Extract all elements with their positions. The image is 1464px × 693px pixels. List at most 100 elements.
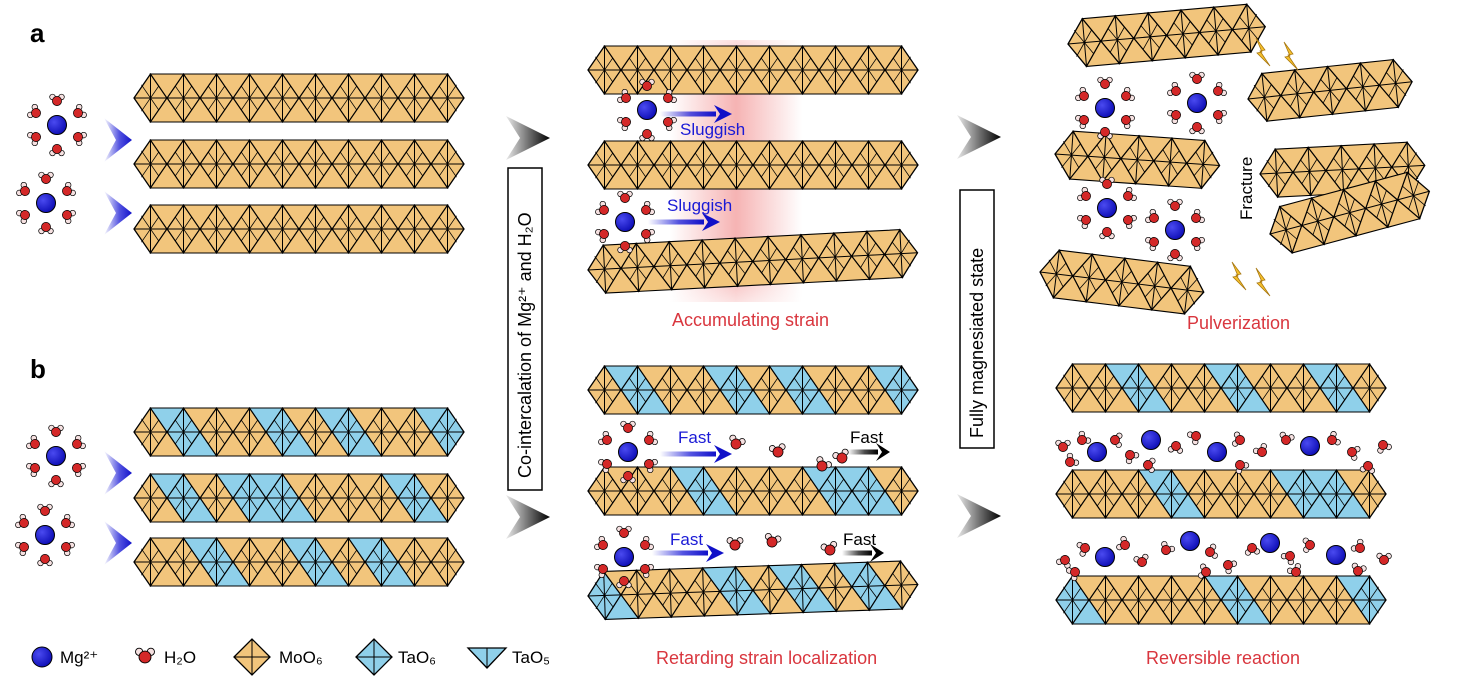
lower-filler <box>604 267 640 294</box>
lower-filler <box>380 561 416 587</box>
upper-filler <box>1307 145 1343 172</box>
hydrated-mg-b2 <box>15 503 75 567</box>
water-molecule <box>1167 441 1184 454</box>
upper-filler <box>182 537 218 563</box>
lower-filler <box>149 228 185 254</box>
upper-filler <box>867 365 903 391</box>
water-molecule <box>617 241 633 254</box>
lower-filler <box>1137 493 1173 519</box>
upper-filler <box>314 407 350 433</box>
upper-filler <box>833 561 869 588</box>
lower-filler <box>670 263 706 291</box>
legend-tao5: TaO₅ <box>466 647 550 669</box>
upper-filler <box>1091 253 1126 282</box>
water-molecule <box>62 181 76 197</box>
upper-filler <box>1104 469 1140 495</box>
upper-filler <box>1058 249 1094 277</box>
step-co-intercalation: Co-intercalation of Mg²⁺ and H₂O <box>507 167 543 491</box>
upper-filler <box>735 45 771 71</box>
lower-filler <box>1217 28 1252 56</box>
mg-ion <box>36 193 56 213</box>
water-molecule <box>27 103 41 119</box>
lower-filler <box>380 97 416 123</box>
upper-filler <box>1342 180 1377 210</box>
water-molecule <box>15 541 29 557</box>
label-sluggish-1: Sluggish <box>680 120 745 139</box>
upper-filler <box>149 537 185 563</box>
lower-filler <box>703 590 739 617</box>
moo6-fragment-3 <box>1054 130 1221 190</box>
mg-ion <box>1207 442 1227 462</box>
lower-filler <box>149 97 185 123</box>
hydrated-mg-a5 <box>1075 76 1135 140</box>
lower-filler <box>1203 599 1239 625</box>
water-molecule <box>1133 553 1149 567</box>
upper-filler <box>413 407 449 433</box>
water-molecule <box>1077 214 1091 230</box>
water-molecule <box>1161 541 1176 555</box>
upper-filler <box>734 565 770 592</box>
lower-filler <box>1302 493 1338 519</box>
lower-filler <box>347 163 383 189</box>
lower-filler <box>314 228 350 254</box>
water-molecule <box>16 181 30 197</box>
mg-ion <box>615 212 635 232</box>
lower-filler <box>380 163 416 189</box>
upper-filler <box>1293 65 1329 94</box>
upper-filler <box>866 560 902 587</box>
water-molecule <box>1232 431 1245 447</box>
lower-filler <box>1302 387 1338 413</box>
lower-filler <box>1104 599 1140 625</box>
upper-filler <box>281 139 317 165</box>
lower-filler <box>1355 207 1389 237</box>
lower-filler <box>834 69 870 95</box>
lower-filler <box>802 586 838 614</box>
upper-filler <box>380 407 416 433</box>
water-molecule <box>48 424 64 437</box>
mg-ion <box>1087 442 1107 462</box>
mg-ion <box>614 547 634 567</box>
legend-mg-label: Mg²⁺ <box>60 648 98 667</box>
upper-filler <box>1335 469 1371 495</box>
upper-filler <box>636 45 672 71</box>
mg-ion <box>47 115 67 135</box>
lower-filler <box>215 497 251 523</box>
upper-filler <box>314 537 350 563</box>
upper-filler <box>768 45 804 71</box>
mg-ion <box>1097 198 1117 218</box>
lower-filler <box>603 69 639 95</box>
water-molecule <box>1350 538 1365 553</box>
moo6-fragment-6 <box>1039 249 1205 316</box>
water-molecule <box>616 576 632 589</box>
water-molecule <box>1099 176 1115 189</box>
upper-filler <box>248 407 284 433</box>
mixed-layer-b-right-1 <box>1055 362 1387 414</box>
lower-filler <box>1302 599 1338 625</box>
lower-filler <box>1203 387 1239 413</box>
mg-ion <box>1095 98 1115 118</box>
upper-filler <box>834 45 870 71</box>
upper-filler <box>1203 363 1239 389</box>
upper-filler <box>702 45 738 71</box>
water-molecule <box>598 430 612 446</box>
upper-filler <box>603 45 639 71</box>
hydrated-mg-a2 <box>16 171 76 235</box>
water-molecule <box>1244 543 1261 556</box>
water-molecule <box>1145 236 1159 252</box>
lower-filler <box>1298 91 1334 119</box>
water-molecule <box>1286 563 1302 577</box>
upper-filler <box>413 473 449 499</box>
lower-filler <box>1269 493 1305 519</box>
water-molecule <box>16 209 30 225</box>
bolt-1 <box>1255 37 1271 67</box>
moo6-layer-a-mid-2 <box>587 139 919 191</box>
lower-filler <box>769 258 805 286</box>
upper-filler <box>800 562 836 589</box>
lower-filler <box>215 431 251 457</box>
mixed-layer-b-left-1 <box>133 406 465 458</box>
lower-filler <box>834 490 870 516</box>
lower-filler <box>182 561 218 587</box>
lower-filler <box>413 561 449 587</box>
water-molecule <box>1347 445 1361 461</box>
upper-filler <box>248 73 284 99</box>
